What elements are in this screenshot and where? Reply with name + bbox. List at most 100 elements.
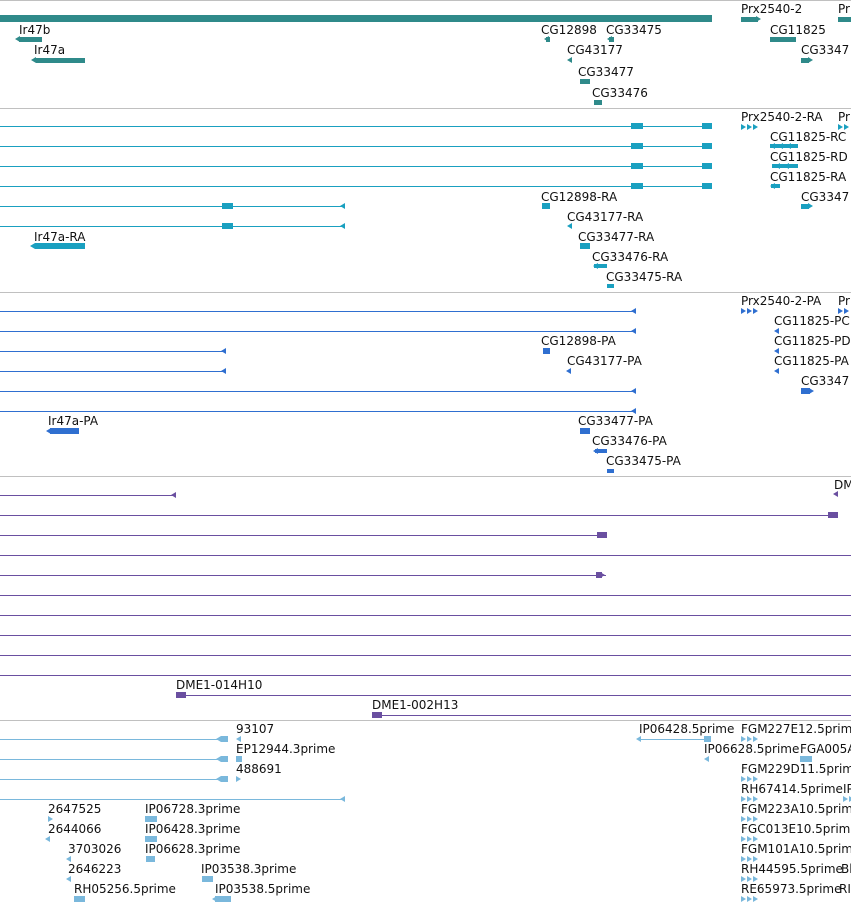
feature-label[interactable]: CG11825-PC bbox=[774, 314, 850, 328]
feature-exon-block[interactable] bbox=[595, 449, 607, 453]
feature-label[interactable]: CG3347 bbox=[801, 43, 850, 57]
feature-label[interactable]: DME1-002H13 bbox=[372, 698, 459, 712]
feature-exon-block[interactable] bbox=[801, 388, 810, 394]
feature-exon-block[interactable] bbox=[145, 816, 157, 822]
feature-exon-block[interactable] bbox=[19, 36, 42, 42]
feature-exon-block[interactable] bbox=[542, 203, 550, 209]
feature-label[interactable]: FGM223A10.5prim bbox=[741, 802, 851, 816]
feature-exon-block[interactable] bbox=[770, 144, 798, 148]
feature-exon-block[interactable] bbox=[828, 512, 838, 518]
feature-label[interactable]: IP06428.5prime bbox=[639, 722, 735, 736]
feature-label[interactable]: DME bbox=[834, 478, 851, 492]
feature-label[interactable]: CG33476 bbox=[592, 86, 648, 100]
feature-label[interactable]: IP06728.3prime bbox=[145, 802, 241, 816]
feature-label[interactable]: RH05256.5prime bbox=[74, 882, 176, 896]
feature-exon-block[interactable] bbox=[221, 736, 228, 742]
feature-exon-block[interactable] bbox=[580, 428, 590, 434]
feature-label[interactable]: 2647525 bbox=[48, 802, 102, 816]
feature-exon-block[interactable] bbox=[202, 876, 213, 882]
feature-label[interactable]: CG33476-PA bbox=[592, 434, 667, 448]
feature-exon-block[interactable] bbox=[631, 163, 643, 169]
feature-label[interactable]: CG12898-RA bbox=[541, 190, 618, 204]
feature-exon-block[interactable] bbox=[236, 756, 242, 762]
feature-exon-block[interactable] bbox=[801, 57, 809, 63]
feature-label[interactable]: Pr bbox=[838, 110, 850, 124]
feature-exon-block[interactable] bbox=[704, 736, 711, 742]
feature-label[interactable]: EP12944.3prime bbox=[236, 742, 336, 756]
feature-exon-block[interactable] bbox=[50, 428, 79, 434]
feature-label[interactable]: FGA005A bbox=[800, 742, 851, 756]
feature-exon-block[interactable] bbox=[702, 143, 712, 149]
feature-label[interactable]: FGC013E10.5prim bbox=[741, 822, 851, 836]
feature-label[interactable]: CG33476-RA bbox=[592, 250, 669, 264]
feature-label[interactable]: IP06628.5prime bbox=[704, 742, 800, 756]
feature-exon-block[interactable] bbox=[594, 264, 607, 268]
feature-label[interactable]: FGM101A10.5prim bbox=[741, 842, 851, 856]
feature-label[interactable]: DME1-014H10 bbox=[176, 678, 263, 692]
feature-label[interactable]: Ir47a-RA bbox=[34, 230, 86, 244]
feature-label[interactable]: CG12898-PA bbox=[541, 334, 616, 348]
feature-exon-block[interactable] bbox=[631, 123, 643, 129]
feature-exon-block[interactable] bbox=[702, 163, 712, 169]
feature-exon-block[interactable] bbox=[222, 223, 233, 229]
feature-exon-block[interactable] bbox=[771, 184, 780, 188]
feature-exon-block[interactable] bbox=[800, 756, 812, 762]
feature-label[interactable]: RH44595.5prime bbox=[741, 862, 843, 876]
feature-exon-block[interactable] bbox=[176, 692, 186, 698]
feature-exon-block[interactable] bbox=[215, 896, 231, 902]
feature-exon-block[interactable] bbox=[741, 16, 758, 22]
feature-label[interactable]: IP06428.3prime bbox=[145, 822, 241, 836]
feature-label[interactable]: IP03538.5prime bbox=[215, 882, 311, 896]
feature-exon-block[interactable] bbox=[546, 36, 550, 42]
feature-exon-block[interactable] bbox=[801, 203, 809, 209]
feature-exon-block[interactable] bbox=[543, 348, 550, 354]
feature-label[interactable]: CG11825-PD bbox=[774, 334, 851, 348]
feature-exon-block[interactable] bbox=[36, 57, 85, 63]
feature-label[interactable]: CG33477 bbox=[578, 65, 634, 79]
feature-label[interactable]: CG33475 bbox=[606, 23, 662, 37]
feature-exon-block[interactable] bbox=[74, 896, 85, 902]
feature-label[interactable]: RH67414.5prime bbox=[741, 782, 843, 796]
feature-exon-block[interactable] bbox=[770, 36, 796, 42]
feature-label[interactable]: CG11825-RA bbox=[770, 170, 847, 184]
feature-exon-block[interactable] bbox=[145, 836, 157, 842]
feature-exon-block[interactable] bbox=[221, 776, 228, 782]
feature-label[interactable]: 3703026 bbox=[68, 842, 122, 856]
feature-exon-block[interactable] bbox=[702, 183, 712, 189]
feature-label[interactable]: Ir47a bbox=[34, 43, 66, 57]
feature-label[interactable]: FGM227E12.5prim bbox=[741, 722, 851, 736]
feature-label[interactable]: Pr bbox=[838, 2, 850, 16]
feature-label[interactable]: Prx2540-2-RA bbox=[741, 110, 823, 124]
feature-label[interactable]: 93107 bbox=[236, 722, 275, 736]
feature-exon-block[interactable] bbox=[594, 99, 602, 105]
feature-exon-block[interactable] bbox=[609, 36, 614, 42]
feature-exon-block[interactable] bbox=[222, 203, 233, 209]
feature-exon-block[interactable] bbox=[372, 712, 382, 718]
feature-exon-block[interactable] bbox=[35, 243, 85, 249]
feature-label[interactable]: CG43177-PA bbox=[567, 354, 642, 368]
feature-exon-block[interactable] bbox=[631, 143, 643, 149]
feature-exon-block[interactable] bbox=[146, 856, 155, 862]
feature-label[interactable]: CG11825-PA bbox=[774, 354, 849, 368]
feature-exon-block[interactable] bbox=[0, 14, 712, 22]
feature-label[interactable]: CG11825-RC bbox=[770, 130, 847, 144]
feature-label[interactable]: Prx2540-2 bbox=[741, 2, 803, 16]
feature-exon-block[interactable] bbox=[607, 284, 614, 288]
feature-exon-block[interactable] bbox=[631, 183, 643, 189]
feature-label[interactable]: Prx2540-2-PA bbox=[741, 294, 822, 308]
feature-label[interactable]: CG33475-RA bbox=[606, 270, 683, 284]
feature-label[interactable]: FGM229D11.5prim bbox=[741, 762, 851, 776]
feature-label[interactable]: CG3347 bbox=[801, 374, 850, 388]
feature-label[interactable]: IP06628.3prime bbox=[145, 842, 241, 856]
feature-label[interactable]: CG12898 bbox=[541, 23, 597, 37]
feature-label[interactable]: Ir47b bbox=[19, 23, 51, 37]
feature-label[interactable]: Ir47a-PA bbox=[48, 414, 99, 428]
feature-label[interactable]: RI bbox=[839, 882, 851, 896]
feature-exon-block[interactable] bbox=[607, 469, 614, 473]
feature-label[interactable]: 2644066 bbox=[48, 822, 102, 836]
feature-label[interactable]: IP bbox=[843, 782, 851, 796]
feature-label[interactable]: Bl bbox=[841, 862, 851, 876]
feature-label[interactable]: 2646223 bbox=[68, 862, 122, 876]
feature-label[interactable]: IP03538.3prime bbox=[201, 862, 297, 876]
